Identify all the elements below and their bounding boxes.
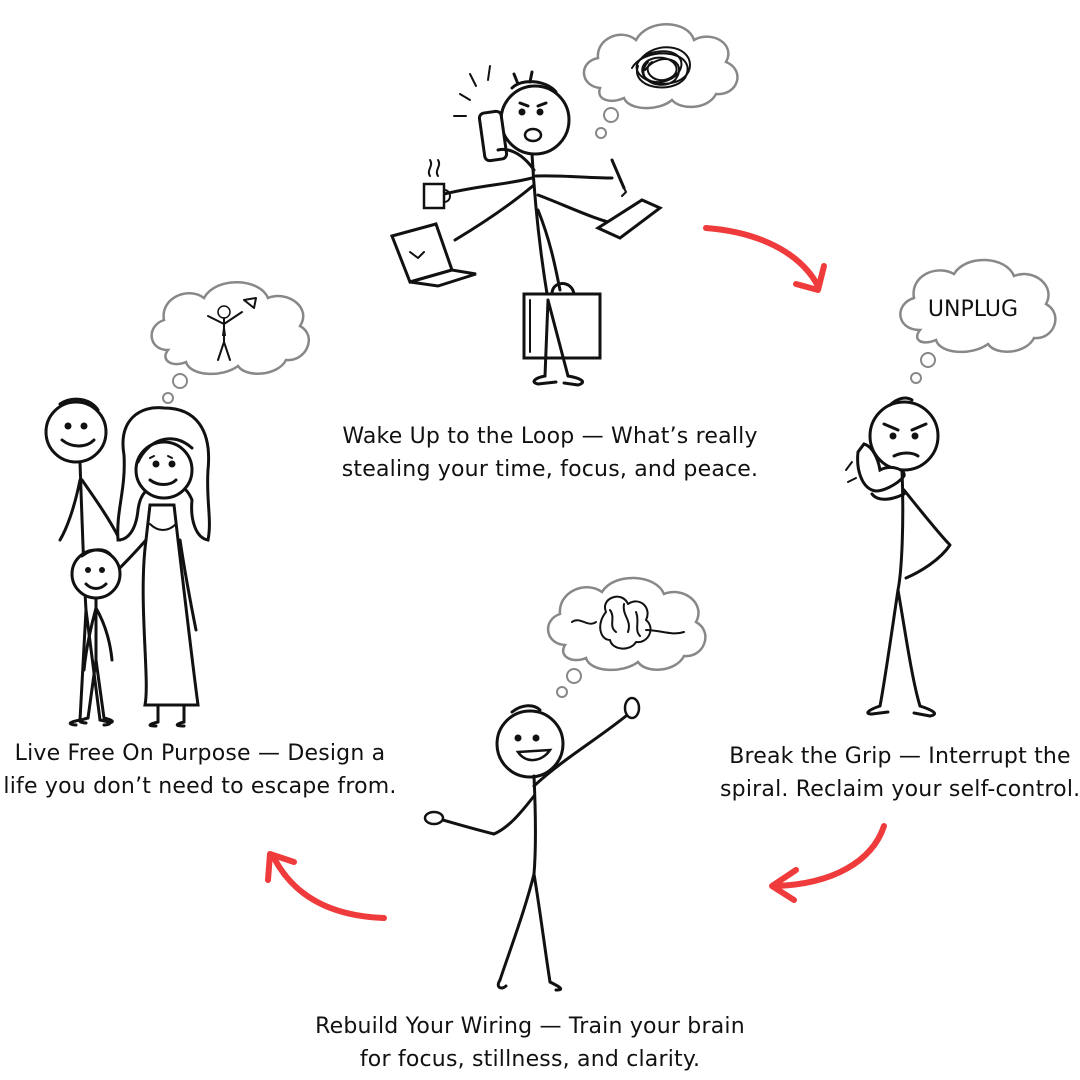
- happy-stick-figure: [423, 576, 707, 992]
- caption-line: Live Free On Purpose — Design a: [14, 741, 386, 766]
- family-stick-figures: [44, 281, 311, 728]
- brain-icon: [571, 595, 685, 650]
- unplug-thought-text: UNPLUG: [928, 297, 1018, 322]
- caption-line: life you don’t need to escape from.: [3, 774, 397, 799]
- caption-line: stealing your time, focus, and peace.: [341, 457, 759, 482]
- caption-line: Wake Up to the Loop — What’s really: [342, 424, 758, 449]
- cycle-arrow-icon: [265, 851, 387, 921]
- stage-caption-rebuild: Rebuild Your Wiring — Train your brain f…: [300, 1010, 760, 1076]
- stage-caption-wake: Wake Up to the Loop — What’s really stea…: [330, 420, 770, 486]
- cycle-arrow-icon: [703, 225, 827, 293]
- cheering-figure-icon: [207, 297, 257, 361]
- thought-cloud-brain: [547, 576, 707, 698]
- thought-cloud-unplug: UNPLUG: [899, 258, 1057, 384]
- thinking-stick-figure: UNPLUG: [845, 258, 1057, 718]
- tangled-scribble-icon: [631, 46, 691, 89]
- caption-line: Rebuild Your Wiring — Train your brain: [315, 1014, 745, 1039]
- caption-line: spiral. Reclaim your self-control.: [720, 777, 1080, 802]
- thought-cloud-stress: [582, 23, 739, 139]
- cycle-arrow-icon: [769, 823, 887, 903]
- caption-line: for focus, stillness, and clarity.: [359, 1047, 701, 1072]
- stressed-stick-figure: [389, 23, 739, 387]
- stage-caption-grip: Break the Grip — Interrupt the spiral. R…: [720, 740, 1080, 806]
- thought-cloud-joy: [150, 281, 311, 404]
- stage-caption-free: Live Free On Purpose — Design a life you…: [0, 737, 400, 803]
- cycle-arrows: [265, 225, 887, 921]
- caption-line: Break the Grip — Interrupt the: [729, 744, 1071, 769]
